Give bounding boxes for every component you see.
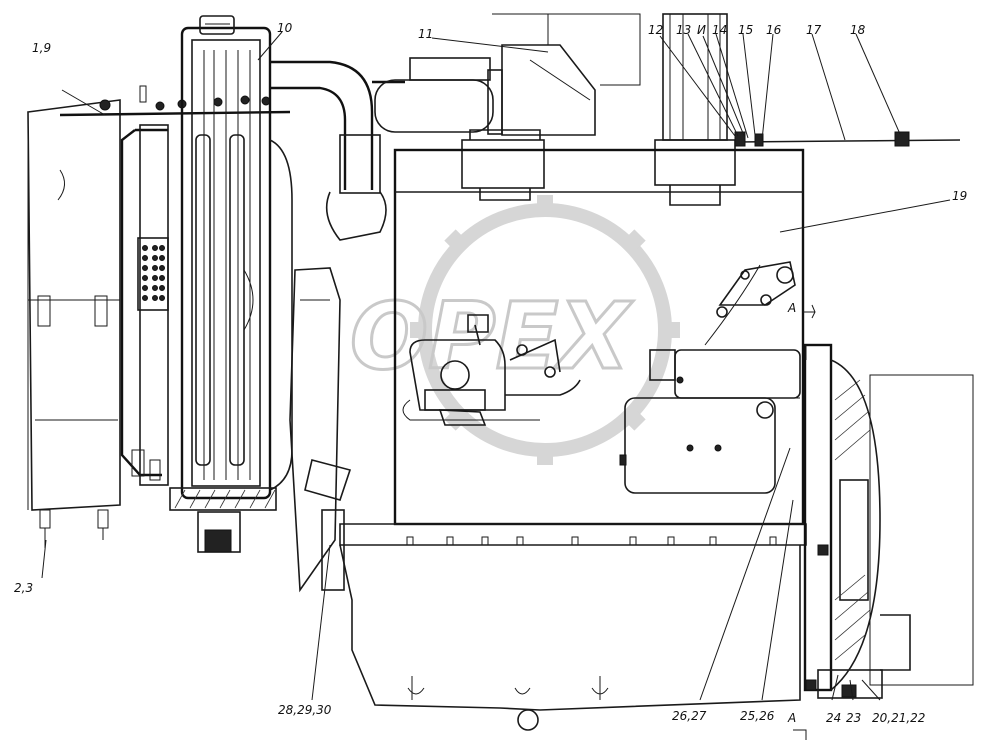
fan-frame (120, 124, 169, 486)
governor-linkage (704, 261, 796, 346)
callout-labels: 1,9 10 11 12 13 14 15 16 17 18 19 2,3 28… (14, 21, 967, 725)
starter-motor (619, 349, 801, 494)
oil-pan (339, 544, 801, 731)
callout-10: 10 (277, 21, 293, 35)
cooler-core (137, 237, 169, 311)
mark-a-bottom: A (787, 711, 796, 725)
callout-23: 23 (846, 711, 861, 725)
watermark-text: OPEX (350, 283, 633, 390)
callout-17: 17 (806, 23, 822, 37)
air-intake (374, 13, 641, 201)
water-pipe (270, 60, 405, 241)
mark-i: И (697, 23, 706, 37)
timing-cover (289, 267, 352, 593)
callout-25-26: 25,26 (740, 709, 775, 723)
section-marks (793, 304, 816, 740)
top-rod (59, 85, 291, 117)
callout-13: 13 (676, 23, 691, 37)
callout-28-29-30: 28,29,30 (278, 703, 332, 717)
callout-24: 24 (826, 711, 841, 725)
callout-19: 19 (952, 189, 967, 203)
watermark-gear-teeth (410, 195, 680, 465)
leader-lines (41, 31, 951, 701)
mark-a-side: A (787, 301, 796, 315)
callout-12: 12 (648, 23, 663, 37)
callout-18: 18 (850, 23, 866, 37)
callout-14: 14 (712, 23, 727, 37)
callout-11: 11 (418, 27, 433, 41)
callout-26-27: 26,27 (672, 709, 707, 723)
control-cable (734, 131, 961, 147)
callout-15: 15 (738, 23, 753, 37)
fan-shroud (27, 99, 121, 548)
exhaust-pipe (654, 13, 736, 206)
callout-2-3: 2,3 (14, 581, 33, 595)
callout-1-9: 1,9 (32, 41, 51, 55)
callout-16: 16 (766, 23, 782, 37)
fuel-pump (402, 314, 581, 426)
watermark: OPEX (349, 195, 680, 465)
callout-20-21-22: 20,21,22 (872, 711, 925, 725)
radiator (169, 15, 293, 553)
flywheel-housing (803, 343, 974, 699)
